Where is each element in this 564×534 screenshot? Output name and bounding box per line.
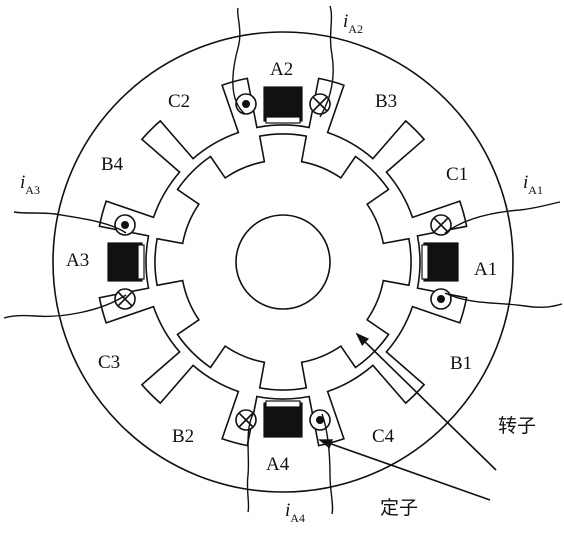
rotor-label: 转子	[498, 415, 536, 437]
label-A2: A2	[270, 59, 293, 80]
dot-circle-icon	[235, 93, 257, 115]
phase-a-coils	[107, 86, 459, 438]
lead-wire-a4-right	[321, 413, 334, 515]
coil-block-icon	[107, 242, 143, 282]
coil-block-icon	[263, 402, 303, 438]
dot-circle-icon	[309, 409, 331, 431]
lead-wire-a1-bottom	[444, 292, 563, 308]
rotor-pointer-arrow	[355, 332, 497, 471]
lead-wire-a3-bottom	[3, 294, 127, 319]
label-A1: A1	[474, 259, 497, 280]
lead-wire-a2-left	[232, 7, 246, 115]
rotor-shaft	[235, 214, 331, 310]
rotor-outline	[154, 133, 412, 391]
stator-pole-outline	[98, 77, 468, 447]
dot-circle-icon	[430, 288, 452, 310]
coil-slit	[421, 244, 429, 280]
lead-wire-a3-top	[13, 211, 127, 234]
current-label-iA2: iA2	[343, 11, 363, 36]
stator-label: 定子	[380, 497, 418, 519]
coil-slit	[265, 116, 301, 124]
label-C2: C2	[168, 91, 190, 112]
cross-circle-icon	[114, 288, 136, 310]
coil-block-icon	[423, 242, 459, 282]
coil-slit	[137, 244, 145, 280]
stator-outer-ring	[52, 31, 514, 493]
label-B3: B4	[101, 154, 124, 175]
coil-slit	[265, 400, 301, 408]
current-label-iA1: iA1	[523, 172, 543, 197]
label-C4: C4	[372, 426, 395, 447]
coil-block-icon	[263, 86, 303, 122]
lead-wire-a1-top	[444, 201, 561, 234]
coil-a4	[235, 400, 331, 438]
coil-a1	[421, 214, 459, 310]
lead-wire-a2-right	[319, 5, 334, 118]
cross-circle-icon	[430, 214, 452, 236]
label-C1: C1	[446, 164, 468, 185]
cross-circle-icon	[235, 409, 257, 431]
lead-wires	[3, 5, 563, 515]
stator-pointer-arrow	[318, 439, 491, 501]
current-label-iA3: iA3	[20, 172, 40, 197]
label-C3: C3	[98, 352, 120, 373]
label-B1: B1	[450, 353, 472, 374]
current-label-iA4: iA4	[285, 500, 305, 525]
label-B4: B2	[172, 426, 194, 447]
label-B2: B3	[375, 91, 397, 112]
label-A4: A4	[266, 454, 290, 475]
lead-wire-a4-left	[246, 411, 255, 513]
label-A3: A3	[66, 250, 89, 271]
